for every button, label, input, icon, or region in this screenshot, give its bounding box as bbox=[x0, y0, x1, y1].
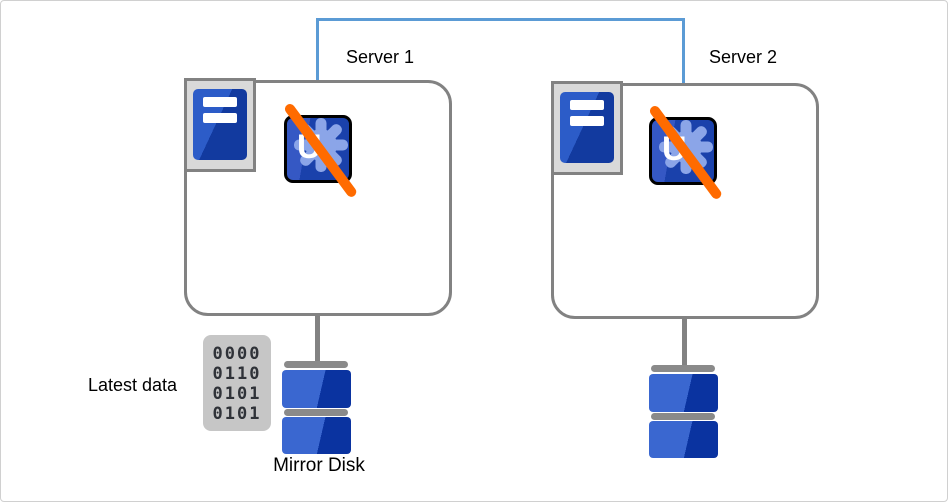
binary-row: 0101 bbox=[212, 384, 262, 404]
mirror-disk-icon bbox=[649, 364, 719, 460]
tower-slot-bar bbox=[570, 100, 604, 110]
server2-disk-link bbox=[682, 316, 687, 366]
tower-body bbox=[560, 92, 614, 163]
disk-platter bbox=[649, 374, 718, 412]
server-tower-icon bbox=[184, 78, 256, 172]
mirror-disk-icon bbox=[282, 360, 352, 456]
disk-cap bbox=[284, 409, 348, 416]
mirror-disk-label: Mirror Disk bbox=[273, 455, 365, 476]
disk-platter bbox=[649, 421, 718, 458]
binary-row: 0000 bbox=[212, 344, 262, 364]
server1-label: Server 1 bbox=[346, 47, 415, 67]
binary-row: 0101 bbox=[212, 404, 262, 424]
binary-row: 0110 bbox=[212, 364, 262, 384]
server1-disk-link bbox=[315, 313, 320, 363]
tower-slot-bar bbox=[570, 116, 604, 126]
app-stopped-icon: U bbox=[282, 102, 359, 199]
disk-platter bbox=[282, 370, 351, 408]
tower-body bbox=[193, 89, 247, 160]
server2-label: Server 2 bbox=[709, 47, 778, 67]
server-tower-icon bbox=[551, 81, 623, 175]
disk-cap bbox=[284, 361, 348, 368]
tower-slot-bar bbox=[203, 113, 237, 123]
disk-cap bbox=[651, 413, 715, 420]
tower-slot-bar bbox=[203, 97, 237, 107]
interconnect-line bbox=[316, 18, 685, 83]
binary-data-icon: 0000 0110 0101 0101 bbox=[203, 335, 271, 431]
disk-platter bbox=[282, 417, 351, 454]
disk-cap bbox=[651, 365, 715, 372]
latest-data-label: Latest data bbox=[88, 375, 178, 395]
app-stopped-icon: U bbox=[647, 104, 724, 201]
